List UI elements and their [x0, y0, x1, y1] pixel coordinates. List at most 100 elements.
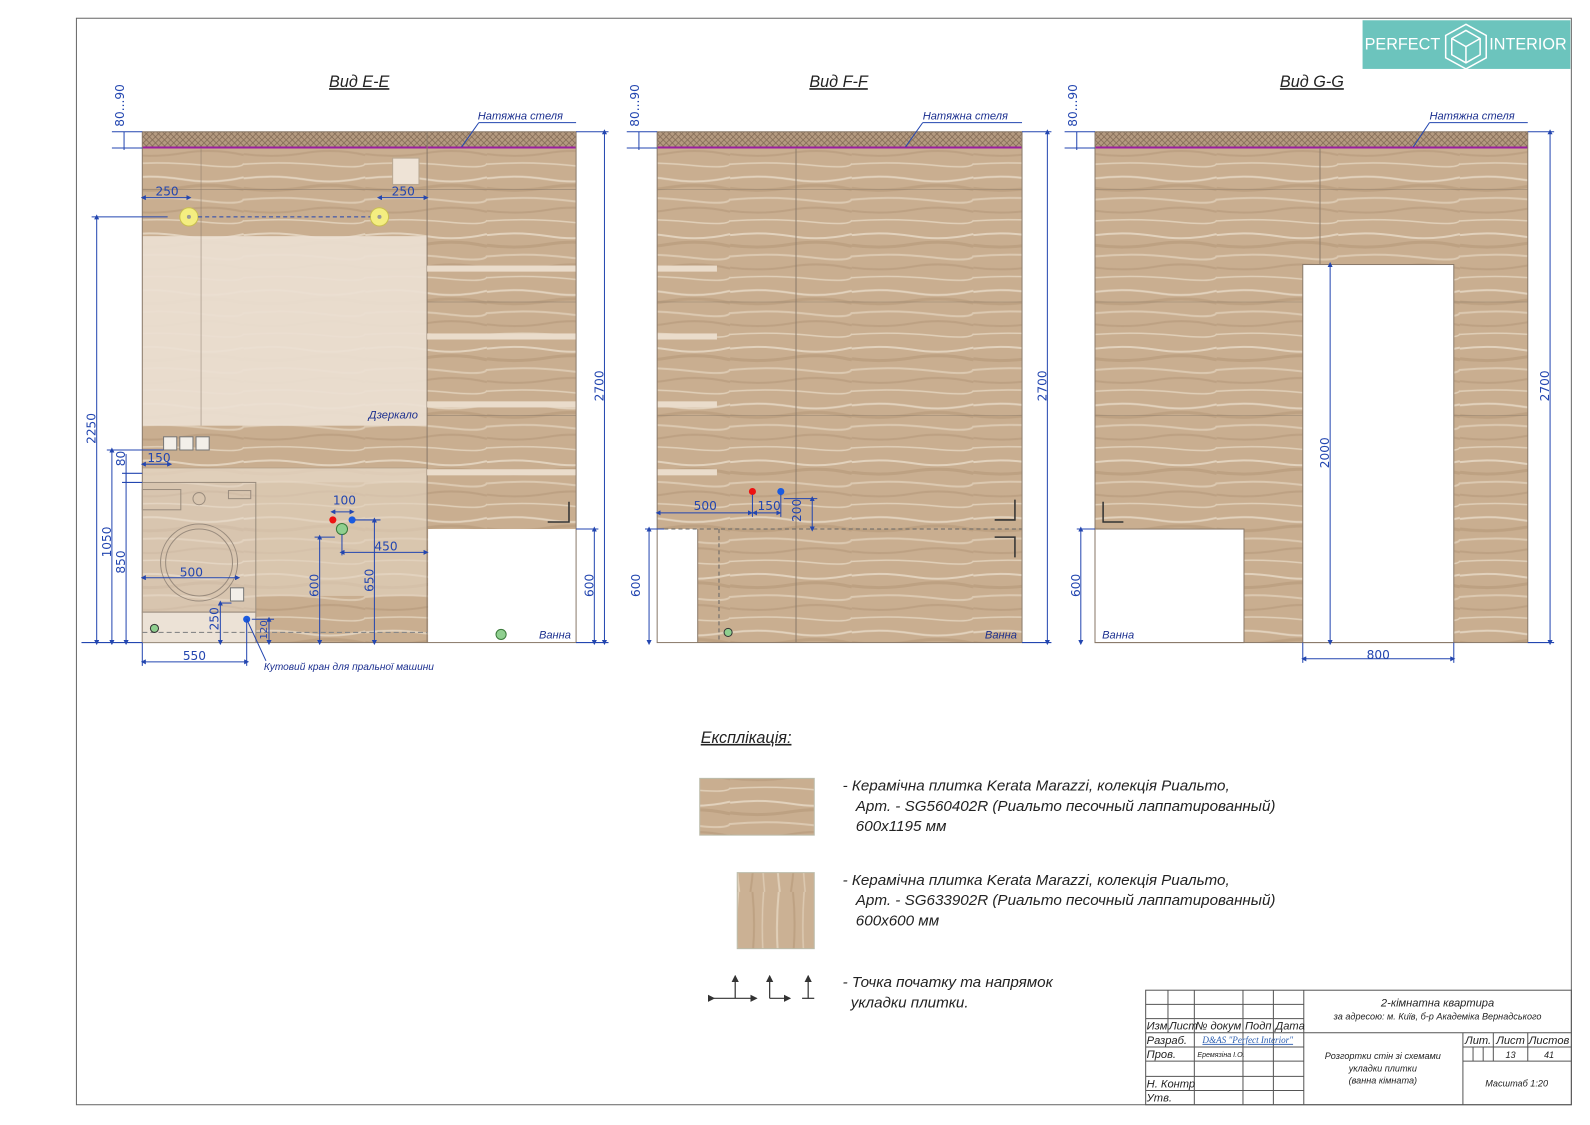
legend-text: - Точка початку та напрямок — [843, 974, 1054, 991]
tb-sheet-number: 13 — [1505, 1050, 1515, 1060]
dimension-label: 80...90 — [1066, 84, 1080, 127]
legend-text: укладки плитки. — [850, 994, 969, 1011]
bath-area — [657, 529, 698, 643]
mirror — [142, 236, 428, 426]
ceiling-spot-light — [179, 207, 199, 227]
dimension-label: 2000 — [1318, 437, 1332, 468]
dimension-label: 200 — [790, 499, 804, 522]
washing-machine — [141, 481, 257, 644]
tb-role: Пров. — [1147, 1049, 1176, 1061]
view-title: Вид G-G — [1280, 73, 1344, 91]
company-logo: PERFECT INTERIOR — [1362, 20, 1571, 70]
tb-sheets-label: Листов — [1528, 1035, 1570, 1047]
logo-text-right: INTERIOR — [1489, 36, 1566, 54]
cold-water-outlet — [348, 516, 356, 524]
legend-text: 600x1195 мм — [856, 818, 947, 835]
legend-title: Експлікація: — [701, 729, 792, 747]
dimension-label: 100 — [333, 494, 356, 508]
legend: Експлікація: - Керамічна плитка Kerata M… — [699, 729, 1276, 1011]
tb-project: 2-кімнатна квартира — [1380, 997, 1494, 1009]
dimension-label: 800 — [1367, 648, 1390, 662]
hot-water-outlet — [748, 488, 756, 496]
bath-label: Ванна — [539, 630, 571, 642]
tb-role: Разраб. — [1147, 1035, 1187, 1047]
dimension-label: 650 — [362, 569, 376, 592]
tb-role: Н. Контр — [1147, 1079, 1195, 1091]
view-title: Вид E-E — [329, 73, 389, 91]
angle-valve — [243, 615, 251, 623]
hot-water-outlet — [329, 516, 337, 524]
dimension-label: 80...90 — [113, 84, 127, 127]
dimension-label: 250 — [207, 607, 221, 630]
view-f-f: Вид F-F 80...90 2700 500 150 20 — [626, 73, 1052, 646]
dimension-label: 600 — [629, 574, 643, 597]
dimension-label: 550 — [183, 649, 206, 663]
dimension-label: 2700 — [1538, 370, 1552, 401]
tb-scale: Масштаб 1:20 — [1485, 1078, 1548, 1088]
tb-header: Лист — [1168, 1021, 1198, 1033]
dimension-label: 1050 — [100, 526, 114, 557]
layout-start-arrow-icon — [547, 501, 570, 523]
dimension-label: 150 — [147, 451, 170, 465]
tb-name: Еремязіна І.О. — [1197, 1051, 1244, 1059]
sheet-frame — [75, 17, 1572, 1106]
view-title: Вид F-F — [809, 73, 869, 91]
tb-sheet-label: Лист — [1495, 1035, 1525, 1047]
drain-outlet — [723, 627, 733, 637]
logo-cube-icon — [1444, 23, 1487, 70]
bath-label: Ванна — [985, 630, 1017, 642]
dimension-label: 850 — [114, 550, 128, 573]
dimension-label: 250 — [155, 185, 178, 199]
legend-text: - Керамічна плитка Kerata Marazzi, колек… — [843, 778, 1230, 795]
tb-header: Подп — [1245, 1021, 1272, 1033]
tb-name: D&AS "Perfect Interior" — [1201, 1035, 1293, 1045]
dimension-label: 150 — [758, 499, 781, 513]
dimension-label: 500 — [694, 499, 717, 513]
tb-sheet-title: укладки плитки — [1348, 1063, 1417, 1073]
tb-sheet-title: Розгортки стін зі схемами — [1325, 1051, 1441, 1061]
legend-text: - Керамічна плитка Kerata Marazzi, колек… — [843, 872, 1230, 889]
tb-role: Утв. — [1146, 1093, 1172, 1105]
drain-outlet — [335, 522, 349, 536]
dimension-label: 450 — [374, 539, 397, 553]
drain-outlet — [149, 623, 160, 633]
view-e-e: Вид E-E — [81, 73, 609, 673]
dimension-label: 80...90 — [628, 84, 642, 127]
tile-swatch-600x600 — [736, 872, 815, 950]
legend-text: Арт. - SG560402R (Риальто песочный лаппа… — [855, 798, 1276, 815]
ceiling-spot-light — [369, 207, 390, 227]
dimension-label: 2250 — [85, 413, 99, 444]
bath-area — [1094, 528, 1245, 644]
tb-header: Изм — [1147, 1021, 1168, 1033]
bath-drain — [495, 628, 507, 641]
dimension-label: 2700 — [1035, 370, 1049, 401]
layout-direction-arrows-icon — [707, 974, 815, 1002]
ceiling-label: Натяжна стеля — [923, 111, 1008, 123]
dimension-label: 80 — [114, 451, 128, 466]
tb-header: № докум — [1195, 1021, 1241, 1033]
logo-text-left: PERFECT — [1365, 36, 1441, 54]
layout-start-arrow-icon — [994, 499, 1016, 521]
bath-label: Ванна — [1102, 630, 1134, 642]
tb-sheets-total: 41 — [1544, 1050, 1554, 1060]
legend-text: Арт. - SG633902R (Риальто песочный лаппа… — [855, 892, 1276, 909]
dimension-label: 600 — [308, 574, 322, 597]
cold-water-outlet — [777, 488, 785, 496]
view-g-g: Вид G-G 80...90 2700 2000 600 800 Натяжн… — [1064, 73, 1555, 663]
dimension-label: 120 — [259, 620, 270, 639]
layout-start-arrow-icon — [994, 536, 1016, 558]
angle-valve-label: Кутовий кран для пральної машини — [264, 662, 434, 673]
dimension-label: 2700 — [592, 370, 606, 401]
ceiling-label: Натяжна стеля — [478, 111, 563, 123]
bath-area — [428, 529, 577, 643]
tb-lit-label: Лит. — [1464, 1035, 1491, 1047]
dimension-label: 600 — [1069, 574, 1083, 597]
tb-sheet-title: (ванна кімната) — [1349, 1075, 1418, 1085]
dimension-label: 250 — [392, 185, 415, 199]
dimension-label: 600 — [582, 574, 596, 597]
tb-address: за адресою: м. Київ, б-р Академіка Верна… — [1333, 1012, 1542, 1022]
layout-start-arrow-icon — [1102, 501, 1124, 523]
tb-header: Дата — [1273, 1021, 1304, 1033]
dimension-label: 500 — [180, 566, 203, 580]
